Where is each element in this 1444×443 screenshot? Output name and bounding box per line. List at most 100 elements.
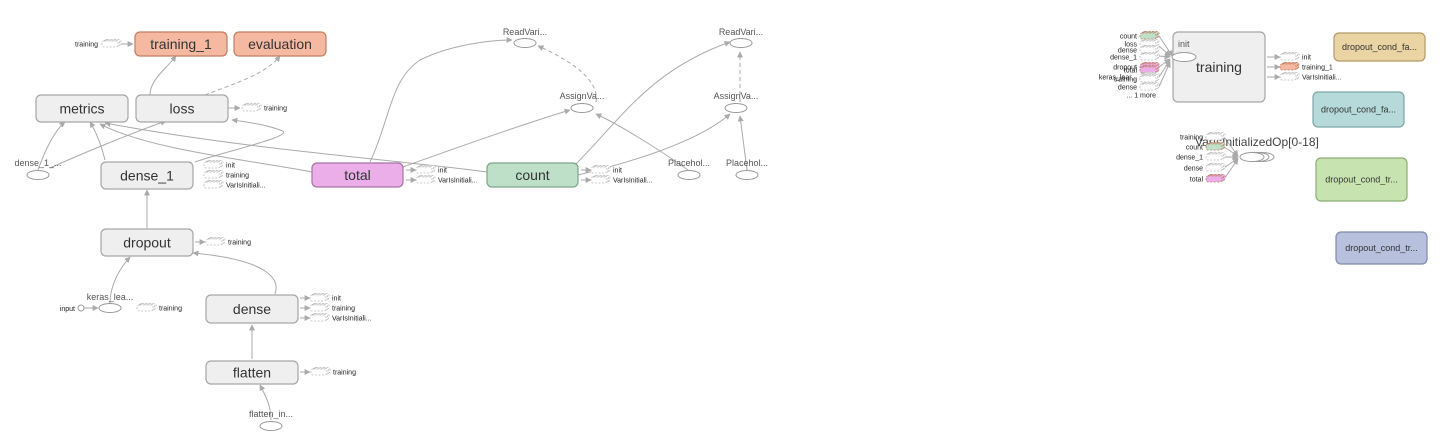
aux-node-training[interactable]: training: [203, 169, 249, 180]
aux-node-var-is-initiali-short[interactable]: VarIsInitiali...: [415, 174, 478, 185]
op-read-var-1[interactable]: ReadVari...: [503, 27, 547, 48]
training-input-5[interactable]: total: [1124, 65, 1160, 75]
op-keras-lea[interactable]: keras_lea...: [87, 292, 134, 313]
aux-label: training: [264, 106, 287, 113]
node-loss[interactable]: loss: [135, 94, 229, 123]
training-input-9[interactable]: ... 1 more: [1126, 93, 1156, 100]
aux-label: init: [226, 163, 235, 170]
op-read-var-2[interactable]: ReadVari...: [719, 27, 763, 48]
training-input-3[interactable]: dense_1: [1110, 52, 1160, 62]
aux-node-var-is-initiali[interactable]: VarIsInitiali...: [1279, 72, 1342, 82]
aux-label: init: [332, 296, 341, 303]
training-input-0[interactable]: count: [1120, 30, 1160, 41]
node-dropout[interactable]: dropout: [100, 228, 194, 257]
node-total[interactable]: total: [311, 162, 404, 188]
aux-node-training[interactable]: training: [75, 39, 122, 49]
aux-label: init: [1302, 55, 1311, 62]
node-dropout-cond-fa-1[interactable]: dropout_cond_fa...: [1333, 32, 1426, 62]
op-assign-va-1[interactable]: AssignVa...: [560, 91, 605, 113]
varinit-input-4[interactable]: total: [1190, 173, 1226, 184]
node-dense-1[interactable]: dense_1: [100, 161, 194, 190]
op-init-in-group[interactable]: init: [1171, 39, 1197, 62]
node-dropout-cond-tr-2[interactable]: dropout_cond_tr...: [1335, 231, 1428, 265]
node-var-is-initialized-op[interactable]: VarIsInitializedOp[0-18]: [1195, 135, 1319, 162]
node-label: evaluation: [248, 36, 312, 52]
node-dense[interactable]: dense: [205, 294, 299, 324]
aux-node-init[interactable]: init: [1279, 52, 1311, 62]
op-dense-1-op[interactable]: dense_1_...: [14, 158, 62, 180]
node-label: dropout_cond_tr...: [1325, 175, 1398, 185]
aux-node-var-is-initiali[interactable]: VarIsInitiali...: [309, 312, 372, 323]
op-flatten-in[interactable]: flatten_in...: [249, 409, 293, 431]
node-flatten[interactable]: flatten: [205, 360, 299, 385]
aux-node-init[interactable]: init: [415, 164, 447, 175]
varinit-input-label: total: [1190, 177, 1204, 184]
op-label: AssignVa...: [560, 91, 605, 101]
node-label: dropout_cond_fa...: [1342, 42, 1417, 52]
node-label: dense: [233, 301, 271, 317]
aux-label: training: [226, 173, 249, 180]
aux-node-training[interactable]: training: [205, 236, 251, 247]
training-input-1[interactable]: loss: [1125, 39, 1160, 49]
node-label: dense_1: [120, 168, 174, 184]
aux-label: VarIsInitiali...: [438, 178, 478, 185]
aux-node-init[interactable]: init: [309, 292, 341, 303]
aux-label: training: [333, 370, 356, 377]
aux-node-training[interactable]: training: [310, 366, 356, 377]
training-input-label: keras_lear...: [1099, 75, 1137, 82]
node-label: dropout_cond_fa...: [1321, 105, 1396, 115]
varinit-input-2[interactable]: dense_1: [1176, 151, 1226, 162]
aux-label: init: [613, 168, 622, 175]
op-label: ReadVari...: [503, 27, 547, 37]
varinit-input-0[interactable]: training: [1180, 131, 1226, 142]
training-input-7[interactable]: training: [1114, 74, 1160, 84]
op-label: flatten_in...: [249, 409, 293, 419]
node-label: training_1: [150, 36, 212, 52]
node-label: total: [344, 167, 370, 183]
node-training-1[interactable]: training_1: [134, 31, 228, 57]
training-input-label: loss: [1125, 42, 1138, 49]
edges: [37, 35, 1281, 421]
node-dropout-cond-fa-2[interactable]: dropout_cond_fa...: [1312, 91, 1405, 128]
training-input-label: count: [1120, 34, 1137, 41]
varinit-input-label: dense: [1184, 166, 1203, 173]
node-count[interactable]: count: [486, 162, 579, 188]
aux-label: training: [332, 306, 355, 313]
aux-node-training-1[interactable]: training_1: [1279, 62, 1333, 72]
node-training-group[interactable]: training: [1172, 31, 1266, 103]
node-metrics[interactable]: metrics: [35, 94, 129, 123]
op-assign-va-2[interactable]: AssignVa...: [714, 91, 759, 113]
training-input-label: dense_1: [1110, 55, 1137, 62]
aux-node-init[interactable]: init: [590, 164, 622, 175]
aux-node-training[interactable]: training: [309, 302, 355, 313]
aux-node-var-is-initiali[interactable]: VarIsInitiali...: [203, 179, 266, 190]
varinit-input-3[interactable]: dense: [1184, 162, 1226, 173]
aux-node-init[interactable]: init: [203, 159, 235, 170]
varinit-input-label: dense_1: [1176, 155, 1203, 162]
node-evaluation[interactable]: evaluation: [233, 31, 327, 57]
aux-label: training: [159, 306, 182, 313]
aux-node-training[interactable]: training: [136, 302, 182, 313]
aux-node-var-is-initiali[interactable]: VarIsInitiali...: [590, 174, 653, 185]
op-placeholder-1[interactable]: Placehol...: [668, 158, 710, 180]
training-input-label: training: [1114, 77, 1137, 84]
node-dropout-cond-tr-1[interactable]: dropout_cond_tr...: [1315, 157, 1408, 202]
node-label: loss: [170, 101, 195, 117]
aux-label: training: [75, 42, 98, 49]
varinit-input-1[interactable]: count: [1186, 141, 1226, 152]
op-label: input: [60, 306, 75, 313]
node-label: dropout: [123, 235, 171, 251]
op-placeholder-2[interactable]: Placehol...: [726, 158, 768, 180]
op-label: dense_1_...: [14, 158, 61, 168]
training-input-label: dense: [1118, 48, 1137, 55]
training-input-2[interactable]: dense: [1118, 45, 1160, 55]
training-input-8[interactable]: dense: [1118, 82, 1160, 92]
aux-node-training[interactable]: training: [241, 103, 287, 113]
op-input[interactable]: input: [60, 304, 85, 313]
aux-label: VarIsInitiali...: [1302, 75, 1342, 82]
op-label: init: [1178, 39, 1190, 49]
node-label: VarIsInitializedOp[0-18]: [1195, 135, 1319, 149]
training-input-label: ... 1 more: [1126, 93, 1156, 100]
training-input-label: dropout: [1113, 65, 1137, 72]
